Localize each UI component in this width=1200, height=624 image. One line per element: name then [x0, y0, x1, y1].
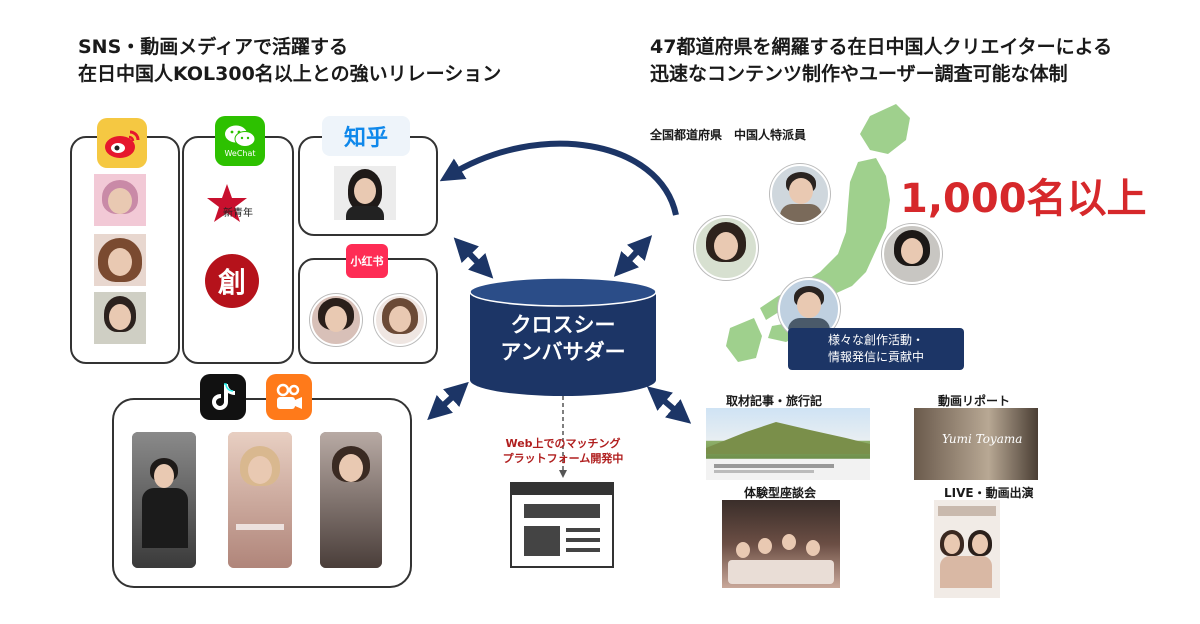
arrow-lower-right — [646, 386, 692, 424]
correspondent-count: 1,000名以上 — [900, 176, 1147, 222]
correspondent-avatar-1 — [770, 164, 830, 224]
ambassador-cylinder — [469, 277, 657, 396]
live-label: LIVE・動画出演 — [944, 486, 1034, 500]
video-thumbnail-3 — [320, 432, 382, 568]
map-callout: 様々な創作活動・ 情報発信に貢献中 — [788, 328, 964, 370]
live-photo — [934, 500, 1000, 598]
kuaishou-logo — [266, 374, 312, 420]
weibo-kol-avatar-1 — [94, 174, 146, 226]
tiktok-icon — [212, 383, 235, 410]
weibo-kol-avatar-2 — [94, 234, 146, 286]
xiaohongshu-logo: 小红书 — [346, 244, 388, 278]
ambassador-label-line2: アンバサダー — [500, 340, 626, 364]
tiktok-logo — [200, 374, 246, 420]
star-icon — [207, 184, 247, 222]
zhihu-label: 知乎 — [343, 126, 388, 151]
xinqingnian-label: 新青年 — [223, 208, 253, 219]
kuaishou-icon — [276, 383, 302, 409]
wechat-label: WeChat — [224, 149, 256, 158]
right-heading-line2: 迅速なコンテンツ制作やユーザー調査可能な体制 — [650, 63, 1068, 85]
chuang-logo: 創 — [205, 254, 259, 308]
curved-arrow — [439, 140, 679, 216]
left-heading: SNS・動画メディアで活躍する 在日中国人KOL300名以上との強いリレーション — [78, 34, 501, 88]
web-platform-note-line1: Web上でのマッチング — [505, 437, 621, 450]
map-callout-line2: 情報発信に貢献中 — [827, 350, 924, 364]
video-thumbnail-1 — [132, 432, 196, 568]
web-platform-note: Web上でのマッチング プラットフォーム開発中 — [488, 436, 638, 466]
left-heading-line2: 在日中国人KOL300名以上との強いリレーション — [78, 63, 502, 85]
weibo-logo — [97, 118, 147, 168]
xiaohongshu-kol-avatar-2 — [374, 294, 426, 346]
web-page-icon — [510, 482, 614, 568]
video-report-overlay: Yumi Toyama — [942, 432, 1023, 446]
meetup-photo — [722, 500, 840, 588]
wechat-logo: WeChat — [215, 116, 265, 166]
ambassador-label: クロスシー アンバサダー — [468, 312, 658, 366]
video-thumbnail-2 — [228, 432, 292, 568]
arrow-upper-right — [613, 235, 653, 277]
zhihu-kol-avatar — [334, 166, 396, 220]
web-platform-note-line2: プラットフォーム開発中 — [502, 452, 624, 465]
xiaohongshu-kol-avatar-1 — [310, 294, 362, 346]
video-report-label: 動画リポート — [938, 394, 1011, 408]
chuang-label: 創 — [217, 266, 246, 299]
ambassador-label-line1: クロスシー — [510, 313, 616, 337]
article-photo — [706, 408, 870, 480]
arrow-lower-left — [427, 381, 469, 421]
video-report-photo: Yumi Toyama — [914, 408, 1038, 480]
xinqingnian-logo: 新青年 — [205, 182, 265, 228]
weibo-icon — [105, 130, 140, 158]
map-callout-line1: 様々な創作活動・ — [827, 333, 924, 347]
wechat-icon — [225, 125, 256, 147]
japan-map — [726, 104, 910, 362]
article-label: 取材記事・旅行記 — [726, 394, 823, 408]
right-heading-line1: 47都道府県を網羅する在日中国人クリエイターによる — [650, 36, 1113, 58]
left-heading-line1: SNS・動画メディアで活躍する — [78, 36, 348, 58]
correspondent-avatar-3 — [882, 224, 942, 284]
weibo-kol-avatar-3 — [94, 292, 146, 344]
xiaohongshu-label: 小红书 — [350, 255, 384, 268]
mountain-icon — [706, 422, 870, 454]
correspondent-avatar-2 — [694, 216, 758, 280]
zhihu-logo: 知乎 — [322, 116, 410, 156]
wechat-box — [182, 136, 294, 364]
map-caption: 全国都道府県 中国人特派員 — [650, 128, 807, 142]
arrow-upper-left — [453, 237, 494, 279]
meetup-label: 体験型座談会 — [744, 486, 817, 500]
right-heading: 47都道府県を網羅する在日中国人クリエイターによる 迅速なコンテンツ制作やユーザ… — [650, 34, 1112, 88]
